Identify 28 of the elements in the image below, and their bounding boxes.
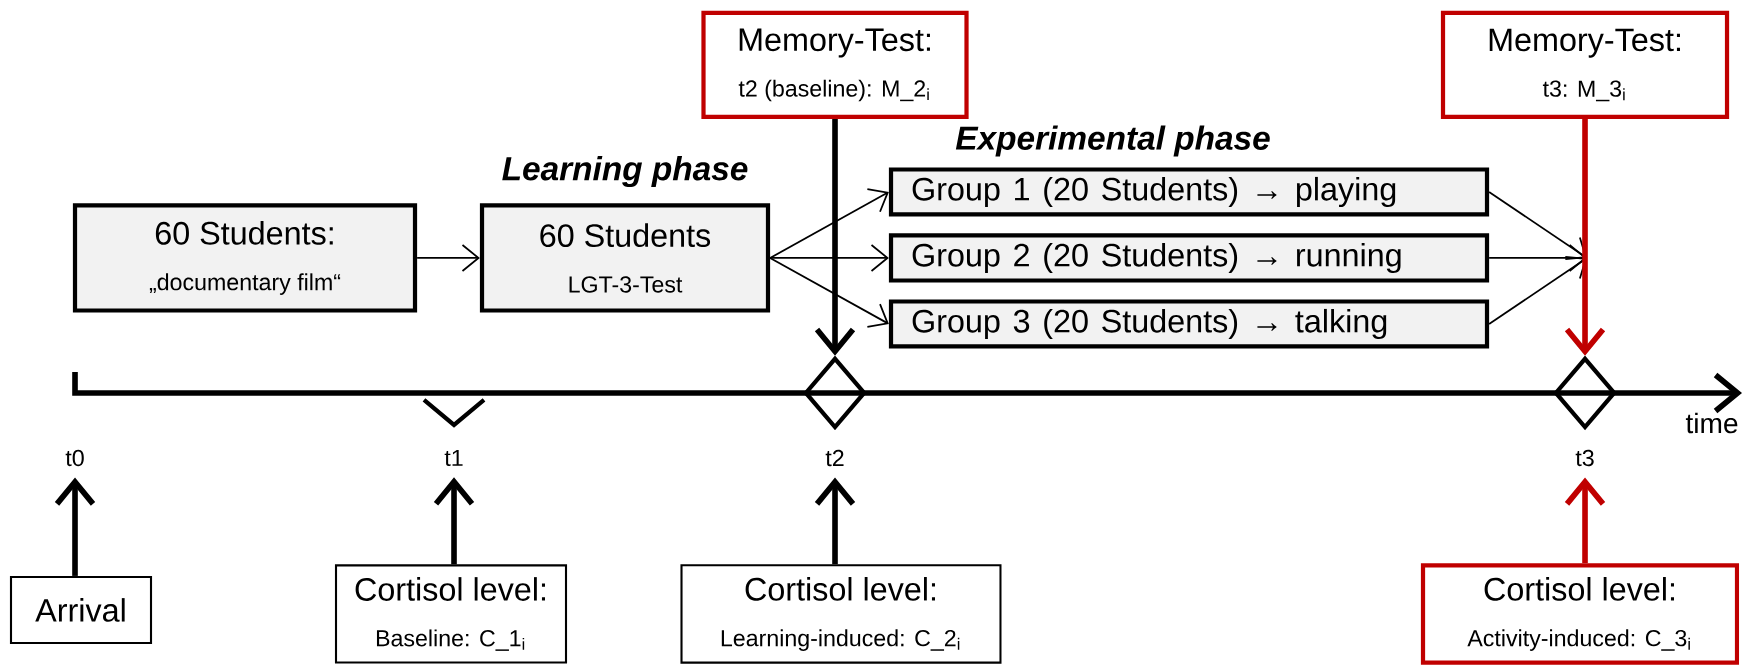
memory-test-box: Memory-Test: t3: M_3$_{i}$ bbox=[1440, 10, 1730, 120]
arrow bbox=[769, 188, 889, 259]
measurement-box: Arrival bbox=[9, 575, 153, 645]
group-box: Group 3 (20 Students) → talking bbox=[888, 299, 1490, 349]
arrow bbox=[814, 119, 856, 356]
arrow bbox=[814, 477, 856, 565]
axis-label: time bbox=[1685, 412, 1738, 434]
phase-heading: Learning phase bbox=[502, 155, 748, 188]
arrow bbox=[1564, 119, 1606, 356]
arrow bbox=[416, 244, 480, 272]
group-box: Group 2 (20 Students) → running bbox=[888, 233, 1490, 283]
arrow bbox=[433, 477, 475, 565]
measurement-box: Cortisol level: Baseline: C_1$_{i}$ bbox=[334, 564, 568, 664]
arrow bbox=[769, 244, 889, 272]
group-box: Group 1 (20 Students) → playing bbox=[888, 167, 1490, 217]
time-point-label: t1 bbox=[444, 449, 463, 467]
time-point-label: t0 bbox=[65, 449, 84, 467]
arrow bbox=[769, 257, 889, 328]
time-point-label: t2 bbox=[825, 449, 844, 467]
phase-heading: Experimental phase bbox=[955, 125, 1270, 157]
time-point-label: t3 bbox=[1575, 449, 1594, 467]
arrow bbox=[54, 477, 96, 576]
process-box: 60 Students LGT-3-Test bbox=[479, 203, 771, 313]
measurement-box: Cortisol level: Activity-induced: C_3$_{i}$ bbox=[1420, 563, 1740, 665]
memory-test-box: Memory-Test: t2 (baseline): M_2$_{i}$ bbox=[701, 10, 969, 120]
arrow bbox=[1564, 477, 1606, 564]
measurement-box: Cortisol level: Learning-induced: C_2$_{i}$ bbox=[680, 564, 1002, 664]
process-box: 60 Students: „documentary film“ bbox=[72, 203, 418, 313]
